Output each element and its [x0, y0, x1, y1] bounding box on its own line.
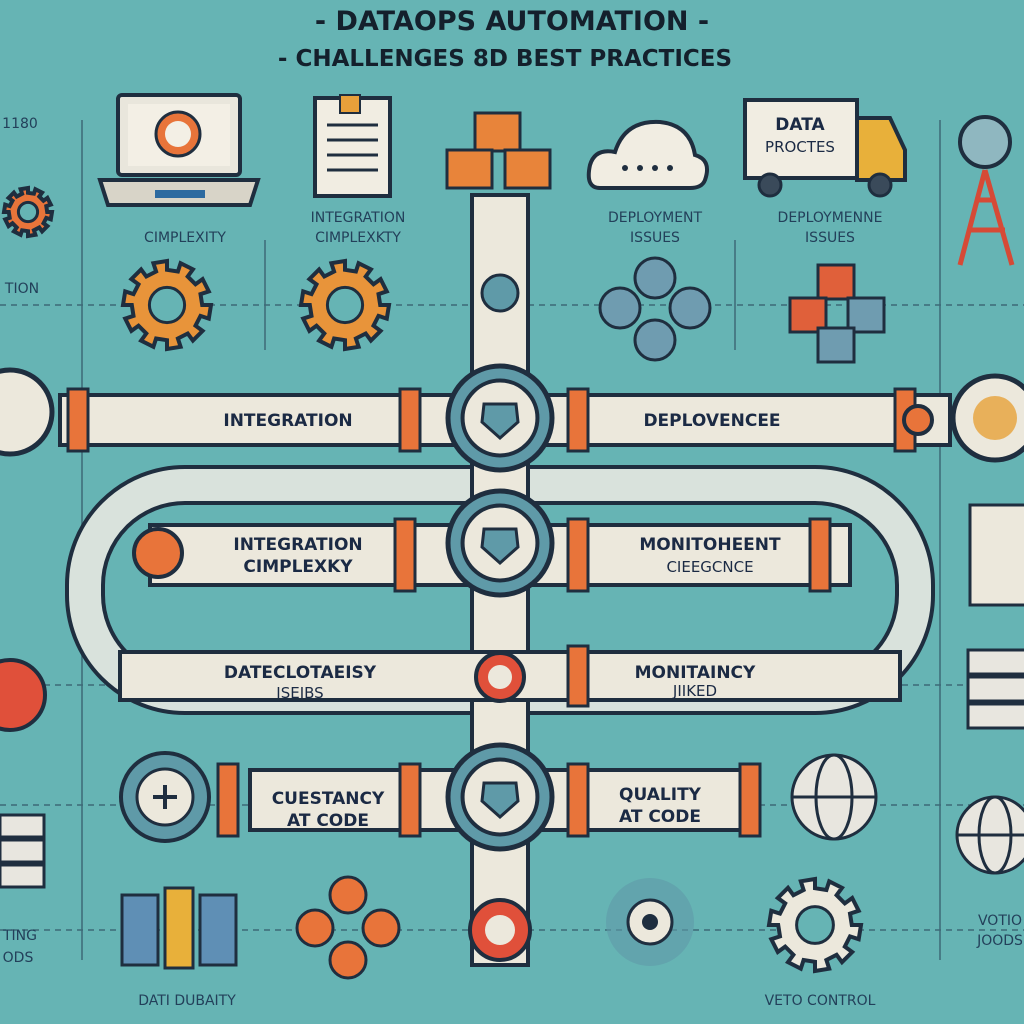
row4-left-label-1: CUESTANCY [272, 789, 385, 809]
hex-ring-icon [295, 875, 401, 980]
truck-label-1: DEPLOYMENNE [778, 210, 883, 226]
row3-right-label-1: MONITAINCY [635, 663, 756, 683]
row4-right-label-2: AT CODE [619, 807, 701, 827]
database-person-icon [120, 886, 238, 970]
row4-left-label-2: AT CODE [287, 811, 369, 831]
document-icon [313, 94, 392, 198]
pipe-coupling [66, 387, 90, 453]
doc-label-2: CIMPLEXKTY [315, 230, 401, 246]
side-badge-icon [0, 367, 1024, 732]
shield-icon [480, 781, 520, 820]
shield-icon [480, 527, 520, 566]
version-control-label: VETO CONTROL [765, 993, 876, 1009]
pipe-coupling [738, 762, 762, 838]
plus-button-icon [119, 751, 211, 843]
left-edge-label: TION [4, 281, 39, 297]
central-node-5 [468, 898, 532, 962]
truck-icon: DATA PROCTES [743, 98, 907, 198]
pipe-coupling [566, 387, 590, 453]
laptop-label: CIMPLEXITY [144, 230, 226, 246]
central-node-1 [445, 363, 555, 473]
gears [1, 185, 864, 974]
server-stack-icon [0, 503, 1024, 889]
doc-label-1: INTEGRATION [311, 210, 406, 226]
eye-gear-icon [606, 878, 694, 966]
gear-icon [1, 185, 55, 239]
left-top-label: 1180 [2, 116, 38, 132]
pipe-coupling [393, 517, 417, 593]
cubes-icon [445, 111, 552, 190]
truck-label-2: ISSUES [805, 230, 855, 246]
row2-start-node [132, 527, 184, 579]
row3-right-label-2: JIIKED [672, 682, 717, 700]
row1-end-node [902, 404, 934, 436]
pipe-coupling [216, 762, 240, 838]
row2-right-label-2: CIEEGCNCE [666, 558, 753, 576]
laptop-icon [97, 93, 261, 207]
gear-icon [120, 258, 214, 352]
row2-left-label-1: INTEGRATION [233, 535, 362, 555]
title-line-1: - DATAOPS AUTOMATION - [315, 6, 709, 37]
gear-icon [298, 258, 392, 352]
pipe-coupling [808, 517, 832, 593]
pipe-coupling [566, 517, 590, 593]
bottom-right-edge-2: JOODS [976, 933, 1023, 949]
globe-icon [790, 753, 1024, 875]
pipe-coupling [566, 762, 590, 838]
row1-left-label: INTEGRATION [223, 411, 352, 431]
row1-right-label: DEPLOVENCEE [643, 411, 780, 431]
pipe-coupling [566, 644, 590, 708]
row3-left-label-2: ISEIBS [276, 684, 323, 702]
central-node-3 [474, 651, 526, 703]
data-quality-label: DATI DUBAITY [138, 993, 236, 1009]
truck-sign-line-2: PROCTES [765, 138, 835, 156]
cloud-label-2: ISSUES [630, 230, 680, 246]
pipe-node-icon [480, 273, 520, 313]
bottom-left-edge-2: ODS [3, 950, 34, 966]
row2-left-label-2: CIMPLEXKY [243, 557, 353, 577]
gear-icon [766, 876, 864, 974]
central-node-2 [445, 488, 555, 598]
title-line-2: - CHALLENGES 8D BEST PRACTICES [278, 46, 732, 72]
bottom-left-edge-1: TING [2, 928, 37, 944]
cloud-label-1: DEPLOYMENT [608, 210, 703, 226]
shield-icon [480, 402, 520, 441]
cloud-icon [586, 119, 709, 190]
row3-left-label-1: DATECLOTAEISY [224, 663, 377, 683]
pipe-coupling [398, 762, 422, 838]
row4-right-label-1: QUALITY [619, 785, 702, 805]
tower-icon [957, 115, 1015, 266]
row2-right-label-1: MONITOHEENT [639, 535, 781, 555]
bottom-right-edge-1: VOTIO [978, 913, 1022, 929]
hexagon-cluster-icon [598, 256, 712, 362]
truck-sign-line-1: DATA [775, 115, 825, 135]
central-node-4 [445, 742, 555, 852]
cube-cluster-icon [788, 263, 886, 364]
pipe-coupling [398, 387, 422, 453]
